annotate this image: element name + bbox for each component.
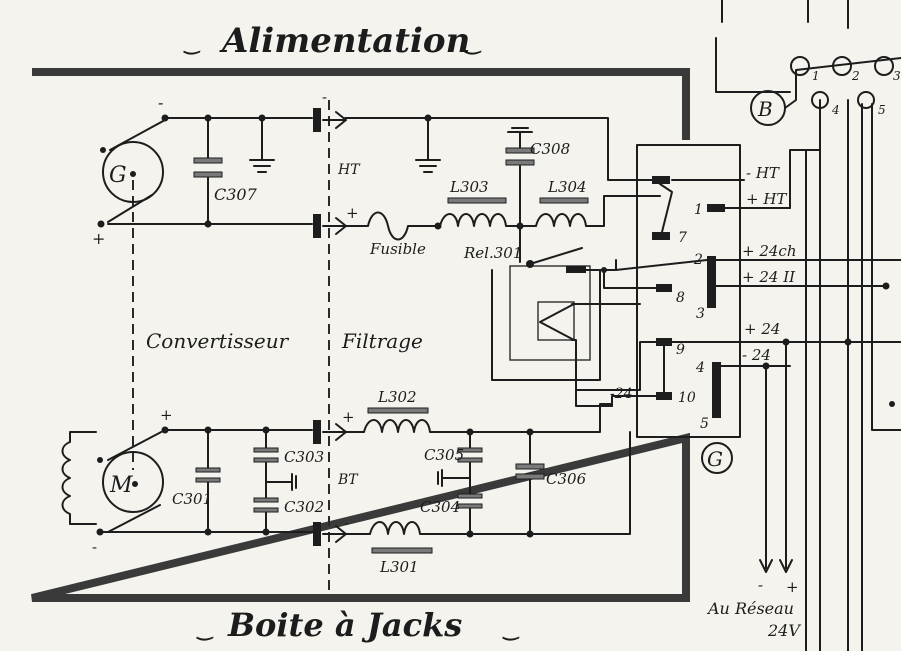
svg-text:‿: ‿: [196, 620, 214, 641]
terminal-1: 1: [694, 202, 703, 218]
line-plus-24: + 24: [744, 320, 780, 338]
capacitor-c301: [195, 429, 221, 533]
mains-label-line1: Au Réseau: [706, 599, 794, 618]
cabinet-edge-top: [721, 0, 849, 29]
inductor-l301: L301: [345, 431, 631, 576]
bt-plus: +: [342, 408, 355, 426]
terminal-7: 7: [678, 230, 687, 246]
bt-label: BT: [337, 472, 359, 488]
c301-label: C301: [172, 490, 212, 508]
bt-minus: -: [344, 514, 349, 532]
capacitor-c307: C307: [193, 117, 258, 225]
bt-jack: BT + -: [313, 408, 359, 546]
ground-ht: [415, 117, 441, 173]
gen-minus: -: [158, 93, 163, 112]
mains-minus: -: [758, 576, 763, 594]
mains-label-line2: 24V: [767, 621, 801, 640]
c307-label: C307: [214, 185, 258, 204]
inductor-l304: L304: [519, 178, 661, 227]
terminal-5: 5: [700, 416, 709, 432]
svg-text:‿: ‿: [464, 34, 482, 55]
terminal-3: 3: [696, 306, 705, 322]
plug-b: B 1 2 3 4 5: [750, 56, 901, 126]
capacitor-c303: C303: [253, 429, 324, 533]
l302-label: L302: [377, 388, 417, 406]
capacitor-c304: C304: [420, 469, 483, 516]
c308-label: C308: [530, 140, 570, 158]
relay-label: Rel.301: [463, 244, 522, 262]
plug-pin-4: 4: [831, 103, 840, 117]
output-lines: - HT + HT + 24ch + 24 II + 24 - 24 - + A…: [671, 164, 901, 640]
enclosure-frame: [31, 68, 690, 602]
c304-label: C304: [420, 498, 460, 516]
fuse: Fusible: [345, 211, 441, 258]
relay-minus-24: -24: [610, 386, 633, 402]
junction-box-label: G: [707, 447, 723, 471]
line-plus-24-ii: + 24 II: [742, 268, 796, 286]
title-top: ‿ Alimentation ‿: [183, 21, 482, 61]
junction-box: G 7 1 2 3 8 9 10 4 5: [636, 144, 741, 474]
plug-pin-1: 1: [812, 69, 820, 83]
section-convertisseur: Convertisseur: [146, 329, 290, 353]
generator-label: G: [109, 163, 127, 188]
motor: M + - C301: [61, 406, 212, 556]
relay-301: Rel.301: [463, 225, 641, 407]
line-minus-ht: - HT: [746, 164, 780, 182]
inductor-l302: L302: [345, 388, 613, 433]
plug-pin-2: 2: [851, 69, 860, 83]
plug-pin-5: 5: [878, 103, 886, 117]
ht-plus: +: [346, 204, 359, 222]
l303-label: L303: [449, 178, 489, 196]
capacitor-c308: C308: [505, 127, 570, 227]
fuse-label: Fusible: [369, 240, 426, 258]
gen-plus: +: [92, 229, 105, 248]
terminal-8: 8: [676, 290, 685, 306]
title-boite-a-jacks: Boite à Jacks: [227, 606, 462, 644]
plug-label: B: [757, 97, 773, 121]
title-alimentation: Alimentation: [219, 21, 470, 61]
bus-lines: [789, 99, 901, 651]
cabinet-edge: [715, 37, 791, 93]
terminal-10: 10: [678, 390, 696, 406]
l304-label: L304: [547, 178, 587, 196]
ht-label: HT: [337, 162, 361, 178]
title-bottom: ‿ Boite à Jacks ‿: [196, 606, 520, 644]
section-filtrage: Filtrage: [341, 329, 423, 353]
terminal-4: 4: [695, 360, 705, 376]
ground-symbol: [249, 117, 275, 173]
motor-minus: -: [92, 538, 97, 556]
capacitor-c302: C302: [253, 473, 324, 516]
terminal-9: 9: [676, 342, 685, 358]
c305-label: C305: [424, 446, 464, 464]
inductor-l303: L303: [439, 178, 521, 227]
line-plus-24ch: + 24ch: [742, 242, 797, 260]
c303-label: C303: [284, 448, 324, 466]
capacitor-c305: C305: [424, 431, 483, 535]
line-plus-ht: + HT: [746, 190, 787, 208]
generator: G - +: [92, 93, 169, 248]
motor-label: M: [109, 473, 133, 498]
ht-minus: -: [322, 88, 327, 106]
plug-pin-3: 3: [893, 69, 901, 83]
ht-jack: HT + -: [313, 88, 361, 238]
c302-label: C302: [284, 498, 324, 516]
mains-plus: +: [786, 578, 799, 596]
l301-label: L301: [379, 558, 419, 576]
c306-label: C306: [546, 470, 587, 488]
capacitor-c306: C306: [515, 431, 587, 535]
line-minus-24: - 24: [742, 346, 771, 364]
svg-text:‿: ‿: [183, 34, 201, 55]
svg-text:‿: ‿: [502, 620, 520, 641]
motor-plus: +: [160, 406, 173, 424]
